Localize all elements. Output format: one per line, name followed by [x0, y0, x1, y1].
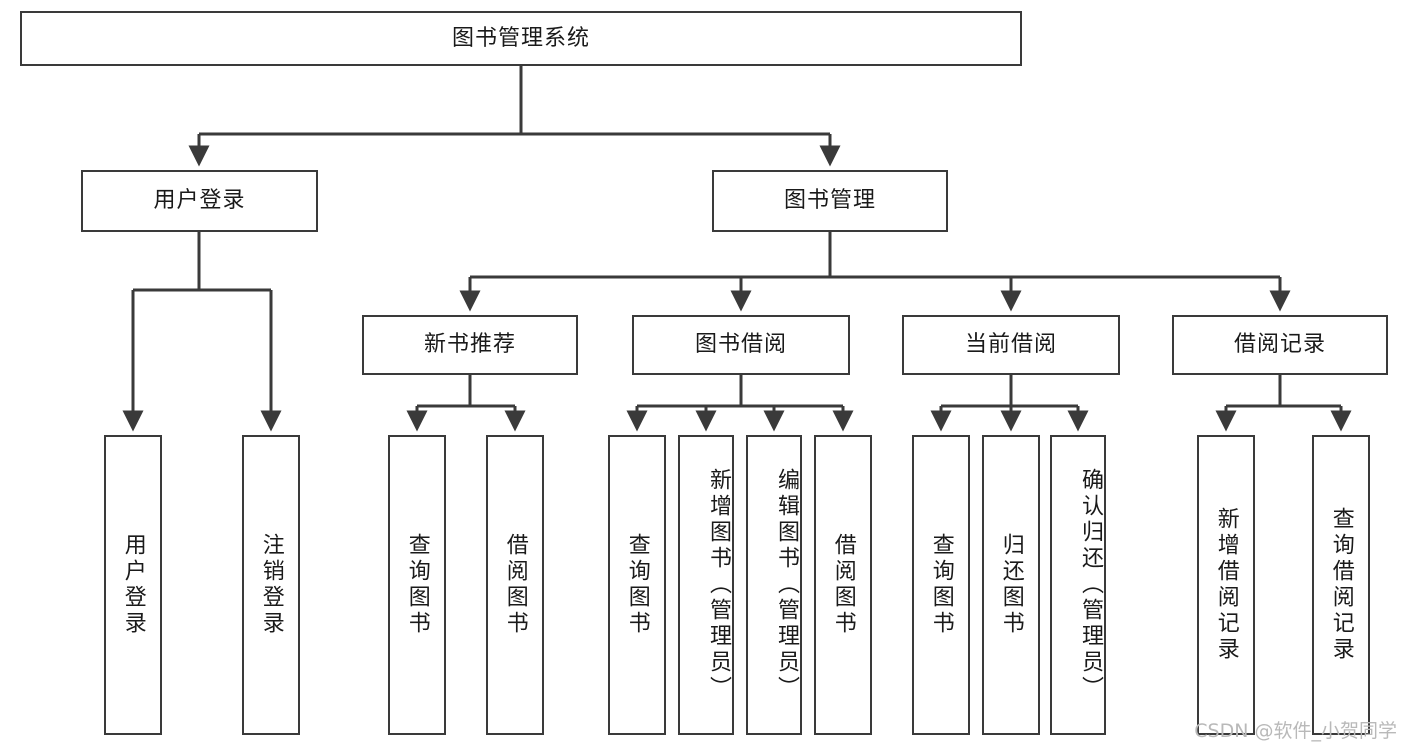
leaf-logout[interactable]: 注销登录	[242, 435, 300, 735]
node-root[interactable]: 图书管理系统	[20, 11, 1022, 66]
leaf-confirm-return-admin[interactable]: 确认归还（管理员）	[1050, 435, 1106, 735]
node-current-borrow[interactable]: 当前借阅	[902, 315, 1120, 375]
leaf-borrow-book-1[interactable]: 借阅图书	[486, 435, 544, 735]
node-new-book-recommend[interactable]: 新书推荐	[362, 315, 578, 375]
node-user-login[interactable]: 用户登录	[81, 170, 318, 232]
leaf-query-book-3[interactable]: 查询图书	[912, 435, 970, 735]
leaf-add-borrow-record[interactable]: 新增借阅记录	[1197, 435, 1255, 735]
node-borrow-record[interactable]: 借阅记录	[1172, 315, 1388, 375]
leaf-query-borrow-record[interactable]: 查询借阅记录	[1312, 435, 1370, 735]
leaf-borrow-book-2[interactable]: 借阅图书	[814, 435, 872, 735]
watermark-text: CSDN @软件_小贺同学	[1194, 720, 1397, 742]
node-book-borrow[interactable]: 图书借阅	[632, 315, 850, 375]
node-book-management[interactable]: 图书管理	[712, 170, 948, 232]
leaf-edit-book-admin[interactable]: 编辑图书（管理员）	[746, 435, 802, 735]
leaf-query-book-2[interactable]: 查询图书	[608, 435, 666, 735]
leaf-return-book[interactable]: 归还图书	[982, 435, 1040, 735]
leaf-add-book-admin[interactable]: 新增图书（管理员）	[678, 435, 734, 735]
leaf-user-login[interactable]: 用户登录	[104, 435, 162, 735]
leaf-query-book-1[interactable]: 查询图书	[388, 435, 446, 735]
